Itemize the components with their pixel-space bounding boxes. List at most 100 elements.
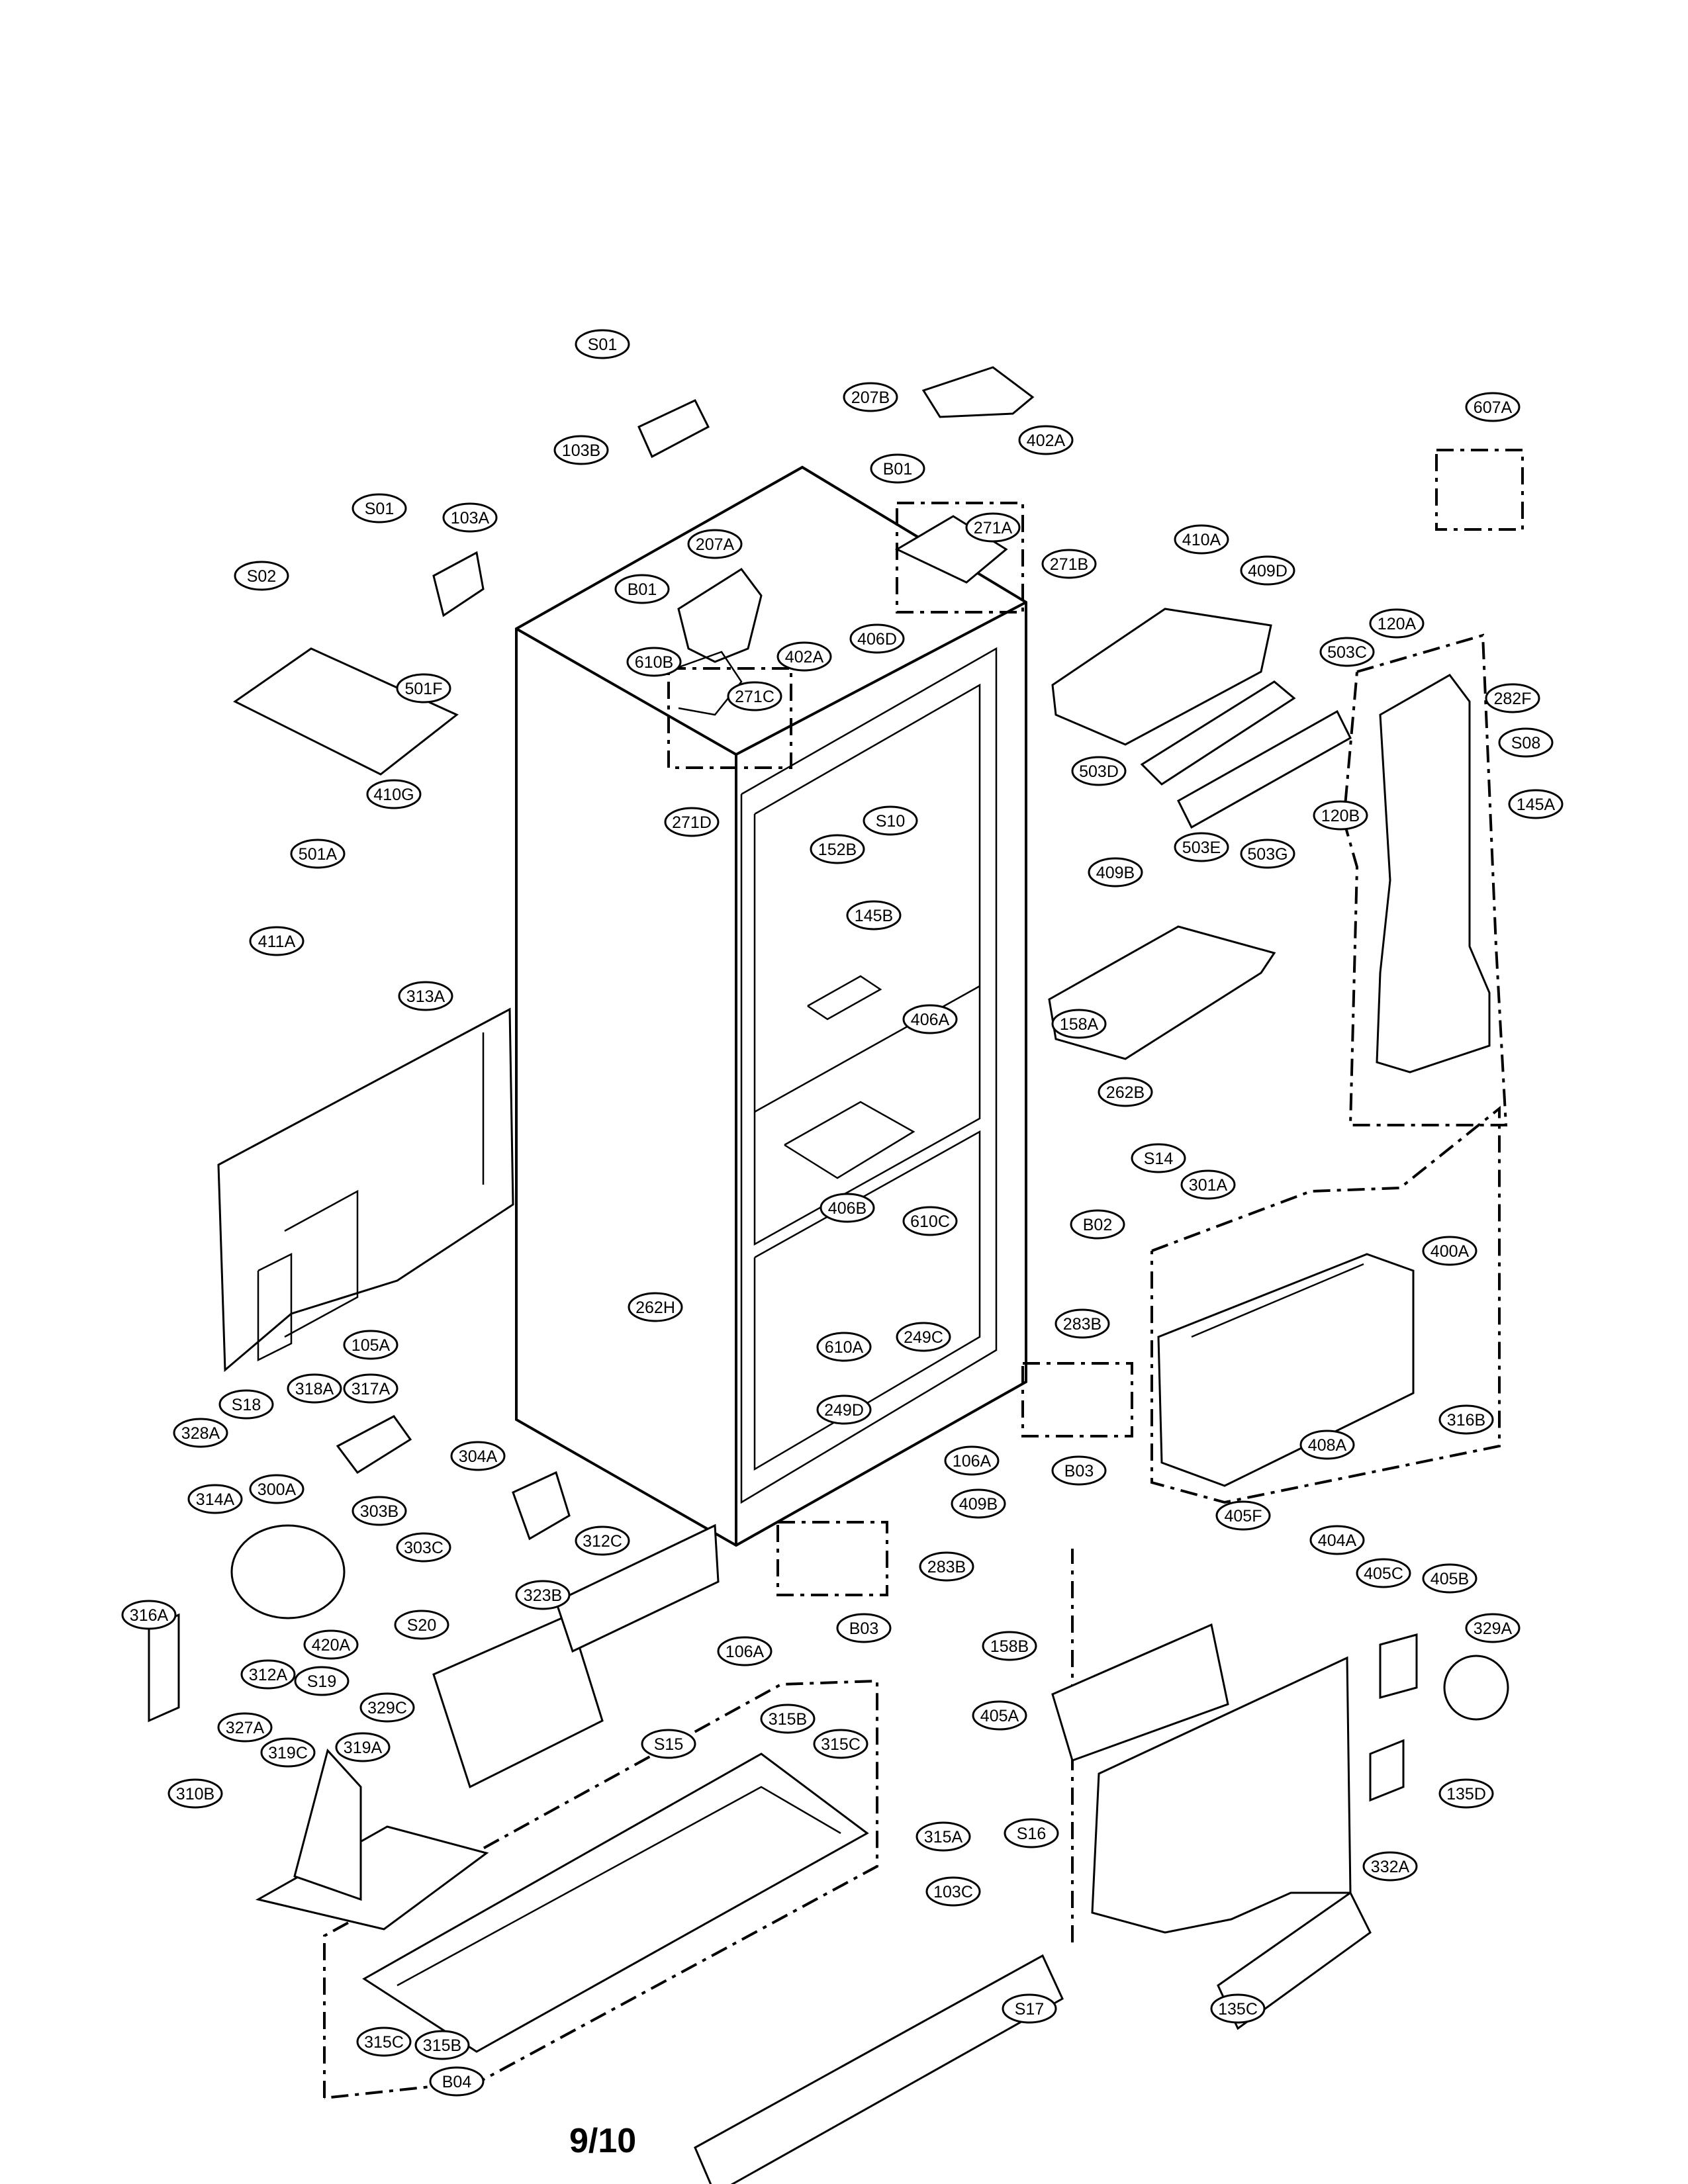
part-callout-s17: S17 <box>1002 1993 1057 2024</box>
part-callout-s16: S16 <box>1004 1818 1059 1848</box>
part-callout-label: 105A <box>352 1336 391 1355</box>
part-callout-310b: 310B <box>167 1778 223 1809</box>
part-callout-label: B03 <box>849 1619 878 1638</box>
part-callout-207b: 207B <box>843 382 898 412</box>
part-callout-label: 314A <box>196 1490 235 1509</box>
part-callout-b02: B02 <box>1070 1209 1125 1240</box>
refrigerator-cabinet <box>515 465 1027 1547</box>
part-callout-315a: 315A <box>915 1821 971 1852</box>
part-callout-304a: 304A <box>450 1441 506 1471</box>
part-callout-158b: 158B <box>982 1631 1037 1661</box>
part-callout-b04: B04 <box>429 2066 485 2097</box>
part-callout-label: 145B <box>855 907 893 925</box>
part-callout-610b: 610B <box>626 647 682 677</box>
part-callout-label: S01 <box>365 500 394 518</box>
part-callout-label: 332A <box>1371 1858 1410 1876</box>
part-callout-405b: 405B <box>1422 1563 1477 1594</box>
part-callout-262h: 262H <box>628 1292 683 1322</box>
part-callout-label: 312A <box>249 1666 288 1684</box>
part-callout-315c: 315C <box>813 1729 868 1759</box>
part-callout-label: 319C <box>268 1744 308 1762</box>
part-callout-label: 103B <box>562 441 600 460</box>
part-callout-label: 303B <box>360 1502 399 1521</box>
part-callout-label: 315A <box>924 1828 963 1846</box>
part-callout-s08: S08 <box>1498 727 1554 758</box>
part-callout-label: 318A <box>295 1380 334 1398</box>
part-callout-label: 406B <box>828 1199 867 1218</box>
part-callout-label: 262B <box>1106 1083 1145 1102</box>
machine-cover <box>217 1007 514 1373</box>
part-callout-152b: 152B <box>810 834 865 864</box>
part-callout-409d: 409D <box>1240 555 1295 586</box>
part-callout-label: 410A <box>1182 531 1221 549</box>
part-callout-s10: S10 <box>863 805 918 836</box>
part-callout-315b: 315B <box>414 2030 470 2060</box>
part-callout-label: 328A <box>181 1424 220 1443</box>
part-callout-label: 301A <box>1189 1176 1228 1195</box>
part-callout-409b: 409B <box>951 1488 1006 1519</box>
part-callout-405f: 405F <box>1215 1500 1271 1531</box>
part-callout-label: 607A <box>1474 398 1513 417</box>
part-callout-label: 409B <box>1096 864 1135 882</box>
part-callout-label: 282F <box>1494 690 1532 708</box>
part-callout-s14: S14 <box>1131 1143 1186 1173</box>
part-callout-label: 503C <box>1327 643 1367 662</box>
part-callout-label: 271C <box>735 688 774 706</box>
part-callout-282f: 282F <box>1485 683 1540 713</box>
part-callout-label: S20 <box>407 1616 436 1635</box>
part-callout-label: 411A <box>258 933 296 951</box>
part-callout-405a: 405A <box>972 1700 1027 1731</box>
part-callout-503g: 503G <box>1240 839 1295 869</box>
part-callout-105a: 105A <box>343 1330 399 1360</box>
compressor-group <box>148 1415 1064 2184</box>
part-callout-300a: 300A <box>249 1474 305 1504</box>
part-callout-label: 310B <box>176 1785 214 1803</box>
part-callout-501a: 501A <box>290 839 346 869</box>
part-callout-label: 158B <box>990 1637 1029 1656</box>
part-callout-label: 501A <box>299 845 338 864</box>
part-callout-label: 503E <box>1182 839 1221 857</box>
part-callout-103c: 103C <box>925 1876 981 1907</box>
part-callout-label: 145A <box>1517 796 1556 814</box>
part-callout-327a: 327A <box>217 1712 273 1743</box>
part-callout-label: 402A <box>785 648 824 666</box>
part-callout-315b: 315B <box>760 1704 816 1734</box>
part-callout-410g: 410G <box>366 779 422 809</box>
part-callout-408a: 408A <box>1299 1430 1355 1460</box>
part-callout-label: 316A <box>130 1606 169 1625</box>
part-callout-label: 271A <box>974 519 1013 537</box>
part-callout-406d: 406D <box>849 623 905 654</box>
part-callout-329c: 329C <box>359 1692 415 1723</box>
part-callout-label: B04 <box>442 2073 472 2091</box>
part-callout-314a: 314A <box>187 1484 243 1514</box>
part-callout-label: 406D <box>857 630 897 649</box>
part-callout-271a: 271A <box>965 512 1021 543</box>
part-callout-b03: B03 <box>1051 1455 1107 1486</box>
part-callout-s19: S19 <box>294 1666 350 1696</box>
part-callout-label: B01 <box>628 580 657 599</box>
part-callout-319a: 319A <box>335 1732 391 1762</box>
part-callout-label: 319A <box>344 1739 383 1757</box>
part-callout-s01: S01 <box>352 493 407 523</box>
part-callout-271c: 271C <box>727 681 782 711</box>
part-callout-label: 329A <box>1474 1619 1513 1638</box>
part-callout-label: B03 <box>1064 1462 1094 1480</box>
part-callout-323b: 323B <box>515 1580 571 1610</box>
part-callout-label: 406A <box>911 1011 950 1029</box>
part-callout-312c: 312C <box>575 1525 630 1556</box>
top-parts <box>233 366 1035 776</box>
part-callout-s20: S20 <box>394 1610 449 1640</box>
part-callout-503d: 503D <box>1071 756 1127 786</box>
part-callout-249c: 249C <box>896 1322 951 1352</box>
part-callout-b01: B01 <box>870 453 925 484</box>
part-callout-label: 315C <box>364 2033 404 2052</box>
part-callout-s01: S01 <box>575 329 630 359</box>
part-callout-120a: 120A <box>1369 608 1425 639</box>
part-callout-label: B01 <box>883 460 912 478</box>
part-callout-label: 106A <box>726 1643 765 1661</box>
part-callout-label: 409D <box>1248 562 1288 580</box>
part-callout-610a: 610A <box>816 1332 872 1362</box>
part-callout-400a: 400A <box>1422 1236 1477 1266</box>
part-callout-label: 283B <box>1063 1315 1102 1334</box>
